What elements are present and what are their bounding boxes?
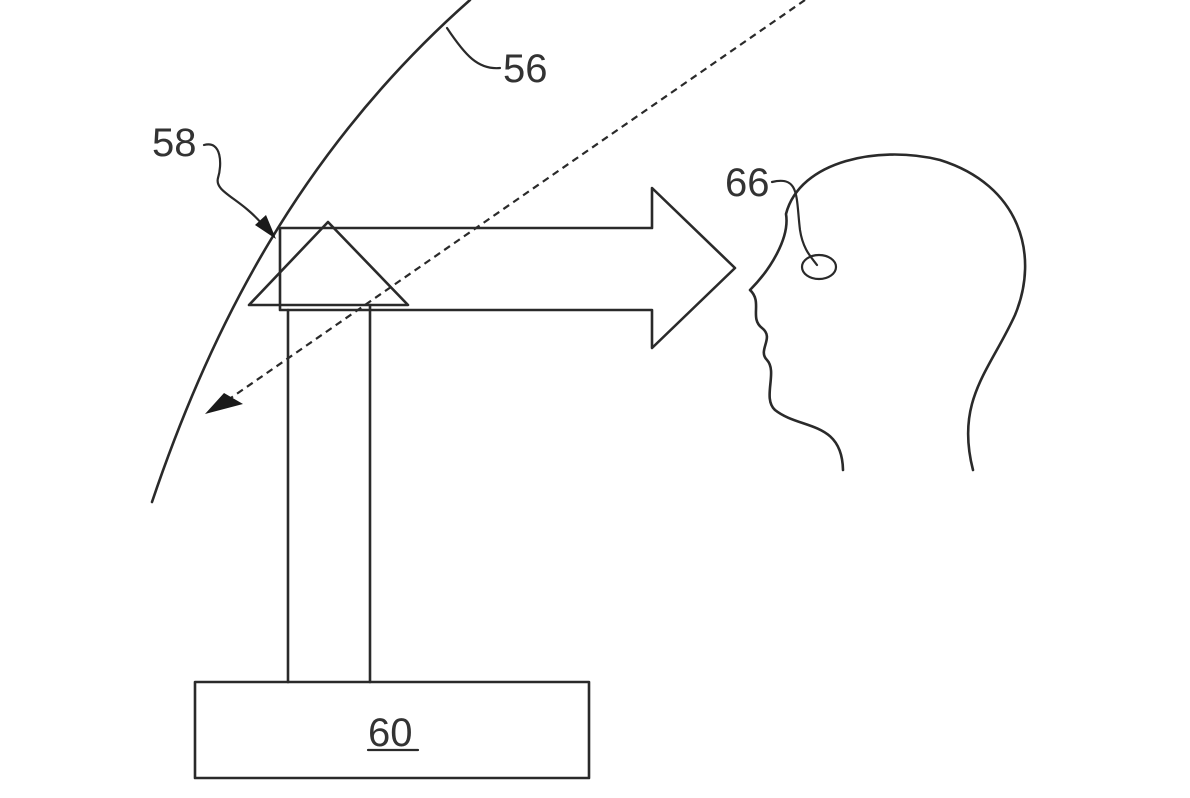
combiner-triangle xyxy=(247,220,410,307)
line-of-sight-arrowhead xyxy=(205,393,243,414)
leader-58-arrowhead xyxy=(255,215,276,239)
label-58: 58 xyxy=(152,121,197,165)
leader-58 xyxy=(202,143,264,226)
line-of-sight-dashed xyxy=(224,0,806,403)
image-projection-arrow xyxy=(278,186,737,350)
label-56: 56 xyxy=(503,47,548,91)
label-60: 60 xyxy=(368,711,413,755)
eye-ellipse xyxy=(800,253,838,281)
label-66: 66 xyxy=(725,161,770,205)
leader-56 xyxy=(445,26,502,70)
windshield-curve xyxy=(150,0,472,504)
leader-66 xyxy=(770,179,819,267)
head-silhouette xyxy=(748,153,1027,472)
projector-box xyxy=(193,680,591,780)
